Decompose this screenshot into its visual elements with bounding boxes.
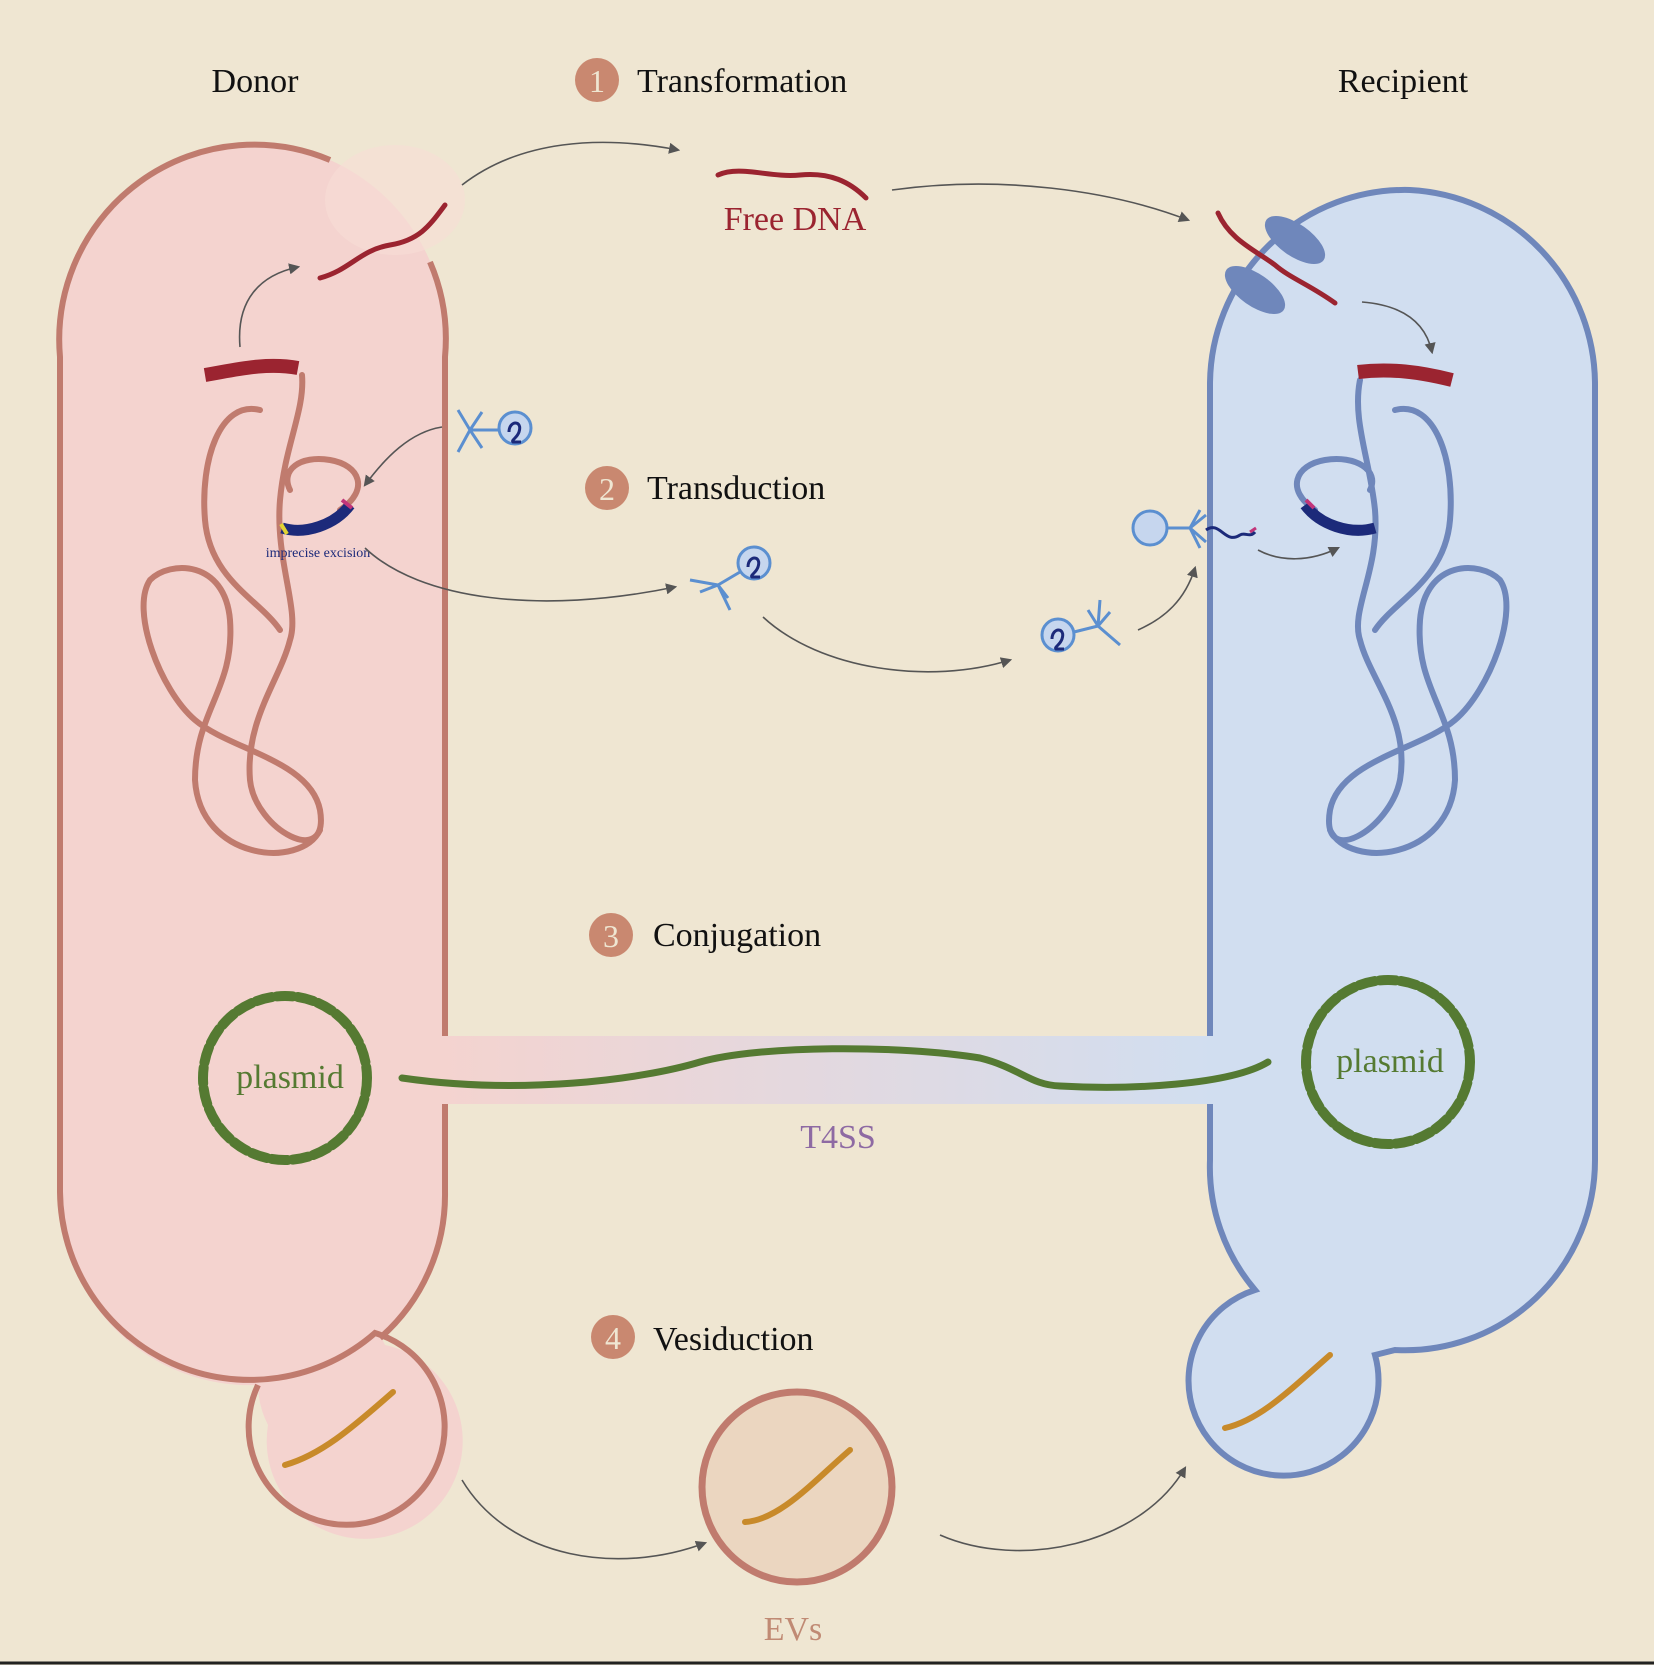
recipient-cell bbox=[1185, 186, 1599, 1479]
step-transformation: 1 Transformation bbox=[575, 58, 847, 102]
step-label: Transduction bbox=[647, 470, 825, 507]
step-label: Transformation bbox=[637, 63, 847, 100]
donor-plasmid bbox=[198, 991, 372, 1165]
svg-text:4: 4 bbox=[605, 1320, 621, 1356]
imprecise-excision-label: imprecise excision bbox=[266, 546, 371, 561]
donor-dna-segment bbox=[203, 358, 300, 382]
step-vesiduction: 4 Vesiduction bbox=[591, 1315, 814, 1359]
svg-text:2: 2 bbox=[599, 471, 615, 507]
phage-icon bbox=[456, 409, 533, 453]
recipient-plasmid bbox=[1301, 975, 1475, 1149]
extracellular-vesicle bbox=[698, 1388, 896, 1586]
free-dna-label: Free DNA bbox=[724, 201, 867, 238]
step-label: Vesiduction bbox=[653, 1321, 814, 1358]
recipient-plasmid-label: plasmid bbox=[1336, 1043, 1444, 1080]
svg-text:1: 1 bbox=[589, 63, 605, 99]
flow-arrows bbox=[238, 141, 1436, 1560]
step-conjugation: 3 Conjugation bbox=[589, 913, 821, 957]
step-label: Conjugation bbox=[653, 917, 821, 954]
donor-ev-dna bbox=[282, 1389, 396, 1468]
released-dna bbox=[317, 202, 448, 281]
recipient-title: Recipient bbox=[1338, 63, 1469, 100]
incoming-dna bbox=[1215, 210, 1338, 306]
recipient-dna-segment bbox=[1357, 363, 1454, 387]
donor-cell bbox=[56, 141, 465, 1539]
competence-receptor bbox=[1224, 216, 1326, 314]
recipient-chromosome bbox=[1293, 377, 1510, 856]
t4ss-label: T4SS bbox=[800, 1119, 876, 1156]
phage-icon bbox=[1131, 509, 1257, 549]
excised-element bbox=[279, 498, 355, 536]
donor-chromosome bbox=[140, 372, 362, 856]
phage-icon bbox=[1040, 599, 1121, 653]
donor-plasmid-label: plasmid bbox=[236, 1059, 344, 1096]
evs-label: EVs bbox=[764, 1611, 823, 1648]
step-transduction: 2 Transduction bbox=[585, 466, 825, 510]
recipient-insert bbox=[1300, 498, 1377, 536]
free-dna-strand bbox=[715, 168, 869, 201]
donor-title: Donor bbox=[212, 63, 300, 100]
phage-icon bbox=[689, 545, 772, 611]
recipient-ev-dna bbox=[1222, 1352, 1333, 1431]
t4ss-bridge bbox=[398, 1033, 1272, 1107]
svg-text:3: 3 bbox=[603, 918, 619, 954]
